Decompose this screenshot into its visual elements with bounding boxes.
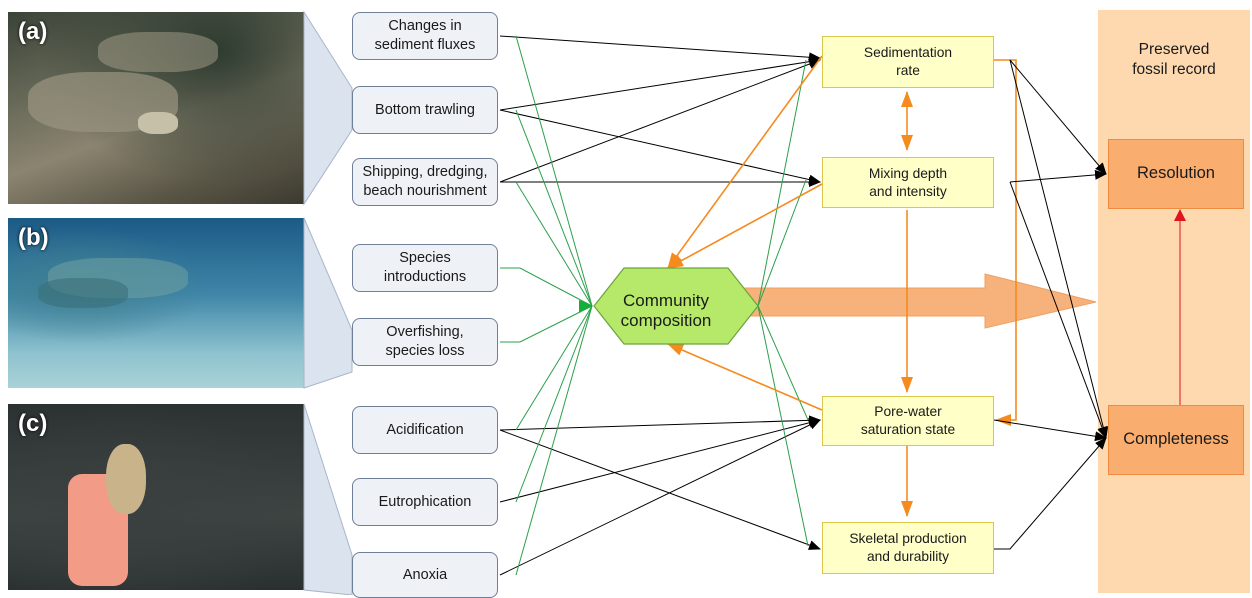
photo-callout-a: [303, 10, 353, 206]
panel-label-b: (b): [18, 224, 49, 251]
driver-anoxia: Anoxia: [352, 552, 498, 598]
photo-callout-c: [303, 403, 353, 595]
photo-seafloor-trawling: (a): [8, 12, 304, 204]
driver-sediment-fluxes: Changes in sediment fluxes: [352, 12, 498, 60]
community-composition-hexagon: [593, 267, 759, 345]
driver-community-links: [500, 35, 593, 576]
panel-label-a: (a): [18, 18, 48, 45]
process-sedimentation-rate: Sedimentation rate: [822, 36, 994, 88]
driver-process-links: [499, 35, 821, 576]
driver-shipping-dredging: Shipping, dredging, beach nourishment: [352, 158, 498, 206]
process-skeletal-production: Skeletal production and durability: [822, 522, 994, 574]
driver-overfishing: Overfishing, species loss: [352, 318, 498, 366]
driver-acidification: Acidification: [352, 406, 498, 454]
feedback-links: [667, 55, 1017, 517]
process-mixing-depth: Mixing depth and intensity: [822, 157, 994, 208]
photo-sea-pen-organism: (c): [8, 404, 304, 590]
preserved-fossil-record-title: Preserved fossil record: [1132, 41, 1216, 79]
driver-eutrophication: Eutrophication: [352, 478, 498, 526]
community-to-record-arrow: [721, 273, 1097, 329]
community-composition-label: Community composition: [620, 290, 712, 330]
photo-callout-b: [303, 217, 353, 389]
driver-bottom-trawling: Bottom trawling: [352, 86, 498, 134]
preserved-fossil-record-panel: [1098, 10, 1250, 593]
record-completeness: Completeness: [1108, 405, 1244, 475]
record-resolution: Resolution: [1108, 139, 1244, 209]
photo-sediment-plume: (b): [8, 218, 304, 388]
process-pore-water: Pore-water saturation state: [822, 396, 994, 446]
panel-label-c: (c): [18, 410, 48, 437]
driver-species-introductions: Species introductions: [352, 244, 498, 292]
process-record-links: [993, 59, 1109, 550]
